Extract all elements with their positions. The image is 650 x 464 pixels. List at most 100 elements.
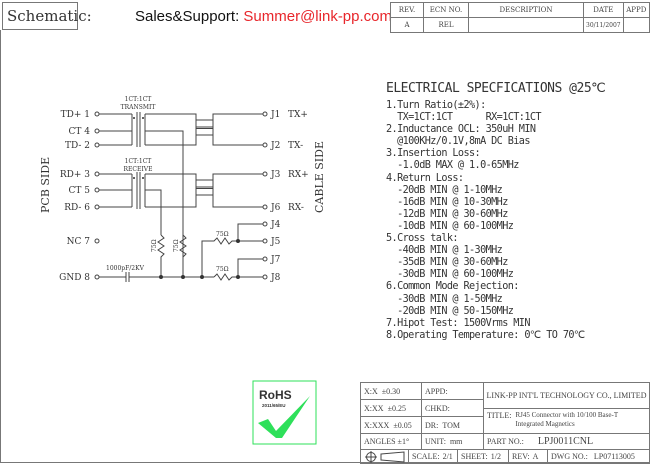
pin-gnd8: GND 8 (59, 273, 90, 283)
tol-xxx: X:XXX (364, 420, 390, 430)
rohs-sub: 2011/65/EU (262, 403, 286, 408)
appd-label: APPD: (421, 382, 484, 400)
pin-ct4: CT 4 (69, 127, 91, 137)
spec-lines: 1.Turn Ratio(±2%): TX=1CT:1CT RX=1CT:1CT… (386, 100, 605, 342)
specs-title: ELECTRICAL SPECFICATIONS @25℃ (386, 81, 606, 96)
revision-row: A REL 30/11/2007 (390, 17, 650, 33)
rev-cell: A (390, 17, 424, 33)
spec-line: -20dB MIN @ 50-150MHz (386, 305, 514, 317)
sheet-value: 1/2 (490, 452, 501, 461)
part-number: LPJ0011CNL (537, 436, 594, 447)
date-header: DATE (583, 2, 624, 18)
rev-label: REV: (512, 452, 530, 461)
pin-j8: J8 (270, 273, 281, 283)
projection-symbol-icon (360, 449, 409, 464)
resistor-label: 75Ω (216, 231, 229, 238)
pin-rd-minus: RD- 6 (64, 203, 90, 213)
appd-header: APPD (622, 2, 650, 18)
tol-xx-value: ±0.25 (387, 403, 406, 413)
spec-line: -30dB MIN @ 1-50MHz (386, 293, 503, 305)
sales-label: Sales&Support: (135, 8, 240, 25)
dwg-value: LP07113005 (593, 452, 635, 461)
chkd-label: CHKD: (421, 399, 484, 417)
description-cell (468, 17, 584, 33)
spec-line: 7.Hipot Test: 1500Vrms MIN (386, 317, 530, 329)
pin-j2: J2 (270, 141, 280, 151)
title-block: X:X±0.30 APPD: X:XX±0.25 CHKD: X:XXX±0.0… (360, 382, 650, 464)
sales-email-link[interactable]: Summer@link-pp.com (243, 8, 392, 25)
description-header: DESCRIPTION (468, 2, 584, 18)
receive-ratio: 1CT:1CT (125, 158, 152, 165)
title-value: RJ45 Connector with 10/100 Base-T Integr… (515, 411, 618, 428)
signal-tx-minus: TX- (288, 141, 303, 151)
spec-line: 2.Inductance OCL: 350uH MIN (386, 124, 536, 136)
sales-support: Sales&Support: Summer@link-pp.com (135, 8, 392, 25)
spec-line: 4.Return Loss: (386, 172, 464, 184)
rohs-logo: RoHS 2011/65/EU (252, 380, 317, 445)
signal-rx-minus: RX- (288, 203, 304, 213)
pin-j3: J3 (270, 170, 281, 180)
cable-side-label: CABLE SIDE (313, 141, 326, 213)
tol-xx: X:XX (364, 403, 384, 413)
schematic-diagram: TD+ 1 CT 4 TD- 2 RD+ 3 CT 5 RD- 6 NC 7 G… (39, 96, 326, 283)
ecn-header: ECN NO. (423, 2, 469, 18)
title-label: TITLE: (487, 411, 512, 420)
revision-header-row: REV. ECN NO. DESCRIPTION DATE APPD (390, 2, 650, 18)
pin-nc7: NC 7 (67, 237, 91, 247)
rev-header: REV. (390, 2, 424, 18)
rohs-title: RoHS (259, 388, 292, 402)
spec-line: -30dB MIN @ 60-100MHz (386, 269, 514, 281)
signal-rx-plus: RX+ (288, 170, 309, 180)
ecn-cell: REL (423, 17, 469, 33)
tol-x: X:X (364, 386, 378, 396)
spec-line: -35dB MIN @ 30-60MHz (386, 257, 508, 269)
spec-line: @100KHz/0.1V,8mA DC Bias (386, 136, 530, 148)
pin-j6: J6 (270, 203, 281, 213)
scale-value: 2/1 (442, 452, 453, 461)
schematic-label: Schematic: (2, 2, 92, 30)
sheet-label: SHEET: (461, 452, 488, 461)
checkmark-icon (258, 396, 310, 438)
spec-line: -16dB MIN @ 10-30MHz (386, 196, 508, 208)
tol-xxx-value: ±0.05 (393, 420, 412, 430)
sheet-frame (0, 30, 649, 463)
resistor-label: 75Ω (151, 239, 158, 252)
capacitor-label: 1000pF/2KV (106, 265, 145, 272)
scale-label: SCALE: (412, 452, 440, 461)
resistor-label: 75Ω (173, 239, 180, 252)
unit-label: UNIT: (425, 437, 446, 446)
spec-line: -40dB MIN @ 1-30MHz (386, 245, 503, 257)
resistor-label: 75Ω (216, 266, 229, 273)
date-cell: 30/11/2007 (583, 17, 624, 33)
dr-label: DR: (425, 420, 439, 430)
electrical-specifications: ELECTRICAL SPECFICATIONS @25℃ 1.Turn Rati… (386, 80, 606, 342)
pin-ct5: CT 5 (69, 186, 91, 196)
pin-rd-plus: RD+ 3 (60, 170, 90, 180)
appd-cell (622, 17, 650, 33)
pcb-side-label: PCB SIDE (39, 157, 52, 213)
unit-value: mm (449, 437, 463, 446)
tol-x-value: ±0.30 (381, 386, 401, 396)
spec-line: 5.Cross talk: (386, 233, 459, 245)
dr-value: TOM (442, 420, 460, 430)
spec-line: -12dB MIN @ 30-60MHz (386, 208, 508, 220)
revision-table: REV. ECN NO. DESCRIPTION DATE APPD A REL… (390, 2, 650, 33)
dwg-label: DWG NO.: (551, 452, 588, 461)
transmit-label: TRANSMIT (121, 104, 156, 111)
spec-line: 3.Insertion Loss: (386, 148, 481, 160)
pin-j1: J1 (270, 110, 280, 120)
spec-line: 8.Operating Temperature: 0℃ TO 70℃ (386, 329, 585, 341)
spec-line: 1.Turn Ratio(±2%): (386, 100, 486, 111)
pin-td-minus: TD- 2 (65, 141, 90, 151)
pin-j4: J4 (270, 220, 281, 230)
company-name: LINK-PP INT'L TECHNOLOGY CO., LIMITED (483, 382, 650, 409)
spec-line: TX=1CT:1CT RX=1CT:1CT (386, 112, 541, 124)
pin-j7: J7 (270, 255, 281, 265)
pin-td-plus: TD+ 1 (61, 110, 90, 120)
receive-label: RECEIVE (124, 166, 153, 173)
spec-line: 6.Common Mode Rejection: (386, 281, 519, 293)
pin-j5: J5 (270, 237, 281, 247)
part-label: PART NO.: (487, 437, 524, 446)
signal-tx-plus: TX+ (288, 110, 308, 120)
